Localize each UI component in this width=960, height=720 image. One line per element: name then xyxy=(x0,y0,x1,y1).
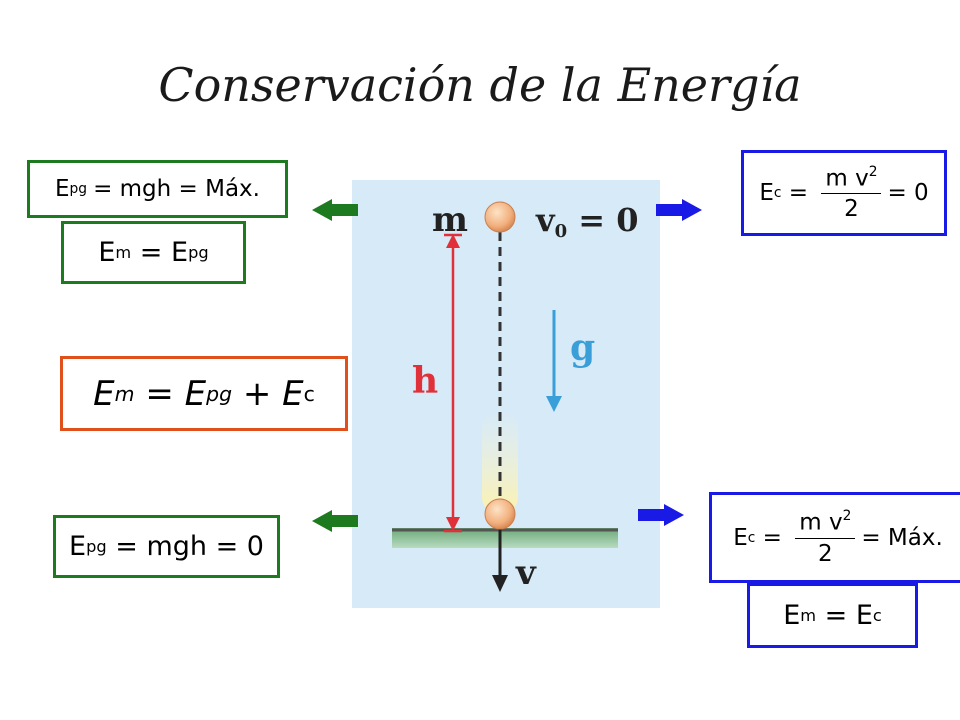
ec-subscript: c xyxy=(773,185,782,201)
em-symbol: E xyxy=(783,600,801,631)
fraction-denominator: 2 xyxy=(817,540,833,567)
fraction-denominator: 2 xyxy=(844,196,859,223)
velocity-label: v xyxy=(515,553,537,593)
fraction-numerator: m v2 xyxy=(821,164,882,195)
height-arrowhead-top xyxy=(446,234,460,248)
em-equals: = E xyxy=(134,373,207,414)
ec-equals: = xyxy=(781,180,816,206)
ground-surface xyxy=(392,528,618,548)
em-subscript: m xyxy=(114,381,135,406)
gravity-label: g xyxy=(570,327,595,369)
page-title: Conservación de la Energía xyxy=(158,58,802,112)
arrow-left-top xyxy=(312,199,358,221)
epg-subscript: pg xyxy=(69,181,88,197)
arrow-right-bottom xyxy=(638,504,684,526)
ec-symbol: E xyxy=(759,180,774,206)
em-equals: = E xyxy=(816,600,873,631)
v0-label: v0 = 0 xyxy=(535,201,638,242)
epg-rhs: = mgh = 0 xyxy=(106,531,264,562)
kinetic-fraction: m v2 2 xyxy=(795,508,856,567)
arrow-left-bottom xyxy=(312,510,358,532)
epg-rhs: = mgh = Máx. xyxy=(93,176,260,202)
height-label: h xyxy=(412,360,438,402)
arrow-right-top xyxy=(656,199,702,221)
ball-top xyxy=(484,201,516,233)
epg-symbol: E xyxy=(69,531,87,562)
epg-subscript: pg xyxy=(86,537,107,556)
plus-ec: + E xyxy=(232,373,304,414)
ec-rhs: = 0 xyxy=(887,180,929,206)
ec-subscript: c xyxy=(872,606,882,625)
epg-symbol: E xyxy=(55,176,70,202)
velocity-arrowhead xyxy=(492,575,508,592)
epg-subscript: pg xyxy=(206,381,233,406)
em-subscript: m xyxy=(800,606,817,625)
em-subscript: m xyxy=(115,243,132,262)
em-equals: = E xyxy=(131,237,189,268)
ec-symbol: E xyxy=(733,524,748,551)
mass-label: m xyxy=(432,200,468,240)
fraction-numerator: m v2 xyxy=(795,508,856,539)
em-symbol: E xyxy=(98,237,116,268)
ball-bottom xyxy=(484,498,516,530)
ec-equals: = xyxy=(755,524,790,551)
ec-rhs: = Máx. xyxy=(861,524,943,551)
ec-subscript: c xyxy=(303,381,315,406)
kinetic-fraction: m v2 2 xyxy=(821,164,882,223)
ec-subscript: c xyxy=(747,529,756,546)
gravity-arrowhead xyxy=(546,396,562,412)
epg-subscript: pg xyxy=(188,243,209,262)
height-arrowhead-bottom xyxy=(446,517,460,531)
em-symbol: E xyxy=(93,373,115,414)
